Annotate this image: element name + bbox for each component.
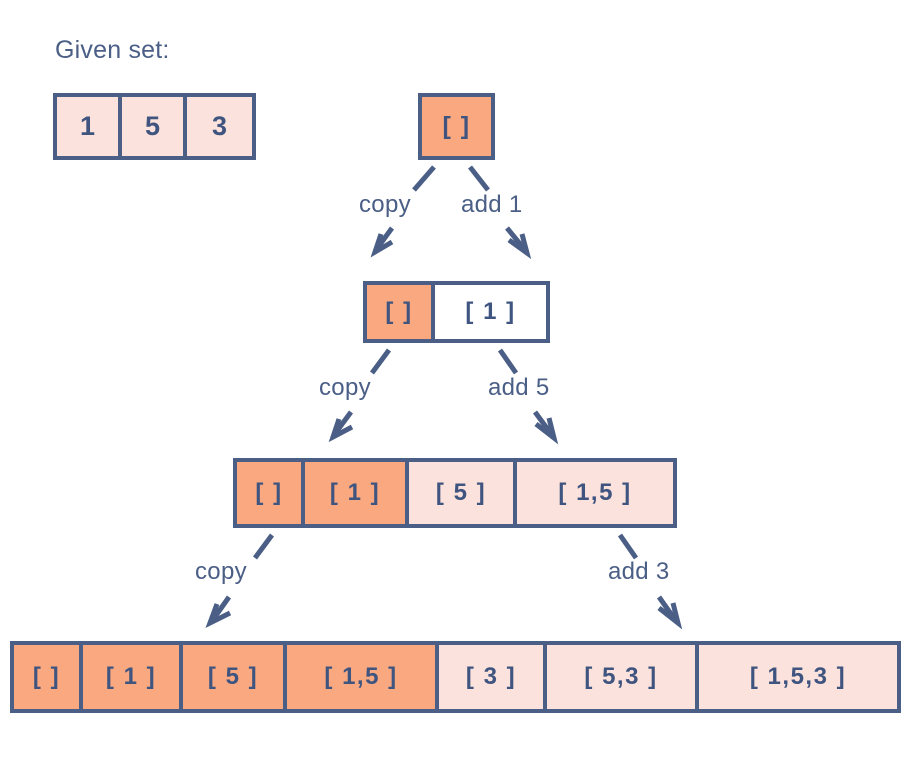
given-set-heading: Given set: [55,36,170,64]
level-3-cell-0: [ ] [14,645,83,709]
given-set-cell-1: 5 [122,97,187,156]
level-2-cell-2: [ 5 ] [409,462,517,524]
level-1-row: [ ] [ 1 ] [363,281,550,343]
level-3-cell-3: [ 1,5 ] [287,645,439,709]
transition-label-copy-2: copy [319,374,371,401]
level-0-row: [ ] [418,93,495,160]
level-2-cell-3: [ 1,5 ] [517,462,673,524]
level-3-cell-1: [ 1 ] [83,645,183,709]
level-1-cell-0: [ ] [367,285,435,339]
level-3-cell-4: [ 3 ] [439,645,547,709]
transition-label-add-5: add 5 [488,374,550,401]
level-3-row: [ ] [ 1 ] [ 5 ] [ 1,5 ] [ 3 ] [ 5,3 ] [ … [10,641,901,713]
level-3-cell-6: [ 1,5,3 ] [699,645,897,709]
transition-label-add-1: add 1 [461,191,523,218]
level-0-cell-0: [ ] [422,97,491,156]
level-3-cell-2: [ 5 ] [183,645,287,709]
level-2-cell-0: [ ] [237,462,305,524]
given-set-cell-2: 3 [187,97,252,156]
transition-label-add-3: add 3 [608,558,670,585]
transition-label-copy-1: copy [359,191,411,218]
given-set-cell-0: 1 [57,97,122,156]
level-2-cell-1: [ 1 ] [305,462,409,524]
given-set-row: 1 5 3 [53,93,256,160]
level-2-row: [ ] [ 1 ] [ 5 ] [ 1,5 ] [233,458,677,528]
transition-label-copy-3: copy [195,558,247,585]
level-3-cell-5: [ 5,3 ] [547,645,699,709]
level-1-cell-1: [ 1 ] [435,285,546,339]
